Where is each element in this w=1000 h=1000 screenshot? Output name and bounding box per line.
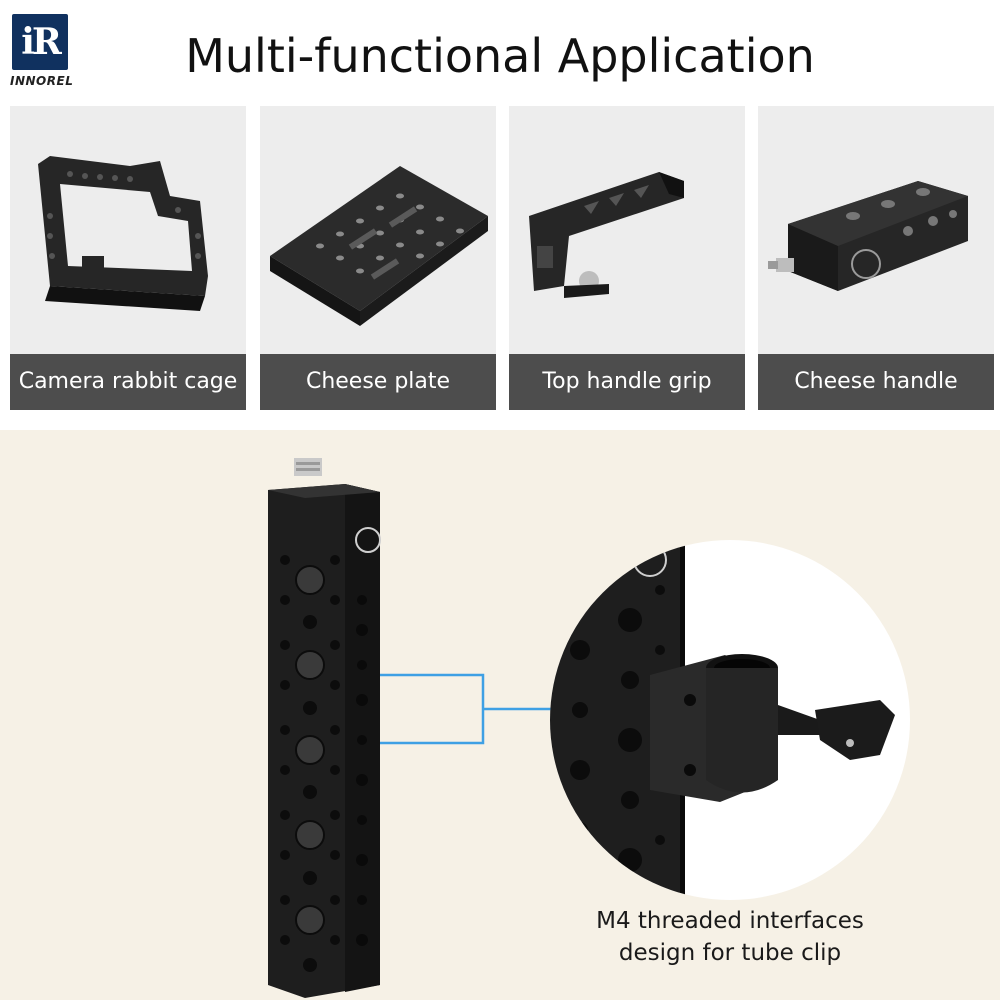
cheese-bar-image (268, 458, 381, 998)
cheese-plate-icon (270, 166, 488, 326)
callout-bracket (380, 673, 556, 745)
tube-clip-detail-image (550, 540, 895, 900)
application-card-cheese-handle: Cheese handle (758, 106, 994, 410)
caption-line-1: M4 threaded interfaces (596, 908, 864, 934)
application-card-top-handle: Top handle grip (509, 106, 745, 410)
application-label: Top handle grip (509, 354, 745, 410)
cheese-handle-icon (768, 181, 968, 291)
application-label: Cheese plate (260, 354, 496, 410)
application-card-cheese-plate: Cheese plate (260, 106, 496, 410)
logo-mark: iR (12, 14, 68, 70)
page-title: Multi-functional Application (185, 29, 815, 83)
zoom-detail-circle (550, 540, 910, 900)
application-card-camera-cage: Camera rabbit cage (10, 106, 246, 410)
top-section: iR INNOREL Multi-functional Application … (0, 0, 1000, 430)
logo-text: INNOREL (10, 74, 74, 88)
application-label: Camera rabbit cage (10, 354, 246, 410)
caption-line-2: design for tube clip (618, 940, 842, 966)
brand-logo: iR INNOREL (10, 14, 80, 90)
camera-cage-icon (38, 156, 208, 311)
top-handle-icon (529, 172, 684, 298)
application-label: Cheese handle (758, 354, 994, 410)
detail-caption: M4 threaded interfaces design for tube c… (560, 905, 900, 969)
